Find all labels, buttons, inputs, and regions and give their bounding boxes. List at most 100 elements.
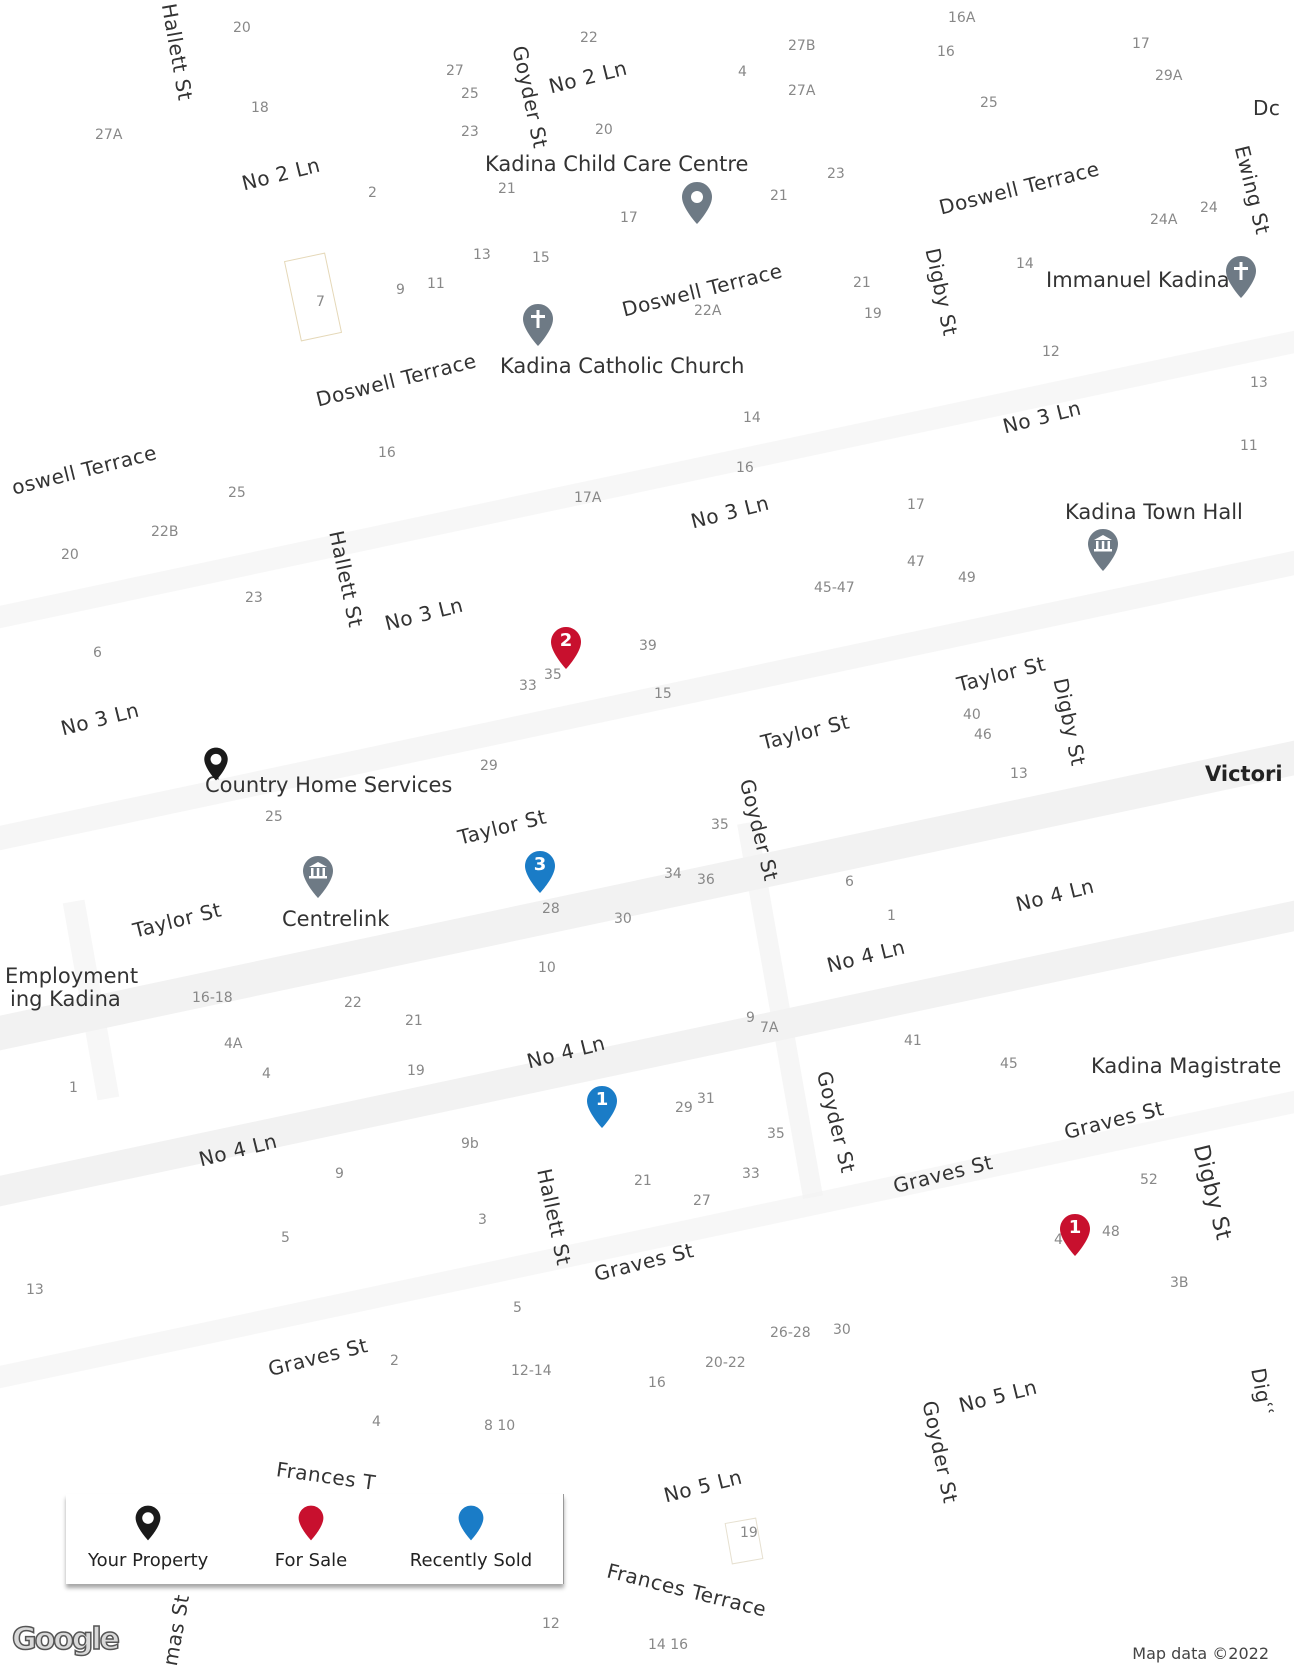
map-legend: Your Property For Sale Recently Sold xyxy=(66,1494,564,1584)
house-number: 13 xyxy=(1010,766,1028,782)
house-number: 16 xyxy=(736,460,754,476)
house-number: 29 xyxy=(675,1100,693,1116)
town-hall-pin-icon[interactable] xyxy=(1086,527,1120,573)
for-sale-marker[interactable]: 2 xyxy=(549,625,583,671)
house-number: 20 xyxy=(61,547,79,563)
house-number: 6 xyxy=(93,645,102,661)
house-number: 17A xyxy=(574,490,602,506)
house-number: 47 xyxy=(907,554,925,570)
house-number: 20-22 xyxy=(705,1355,746,1371)
house-number: 1 xyxy=(69,1080,78,1096)
street-label: Goyder St xyxy=(811,1068,861,1176)
street-label: Goyder St xyxy=(917,1398,963,1506)
house-number: 29A xyxy=(1155,68,1183,84)
church-pin-icon[interactable] xyxy=(521,302,555,348)
recently-sold-marker[interactable]: 1 xyxy=(585,1084,619,1130)
child-care-pin-icon[interactable] xyxy=(680,180,714,226)
street-label: Hallett St xyxy=(156,1,198,103)
house-number: 31 xyxy=(697,1091,715,1107)
house-number: 27A xyxy=(95,127,123,143)
map-attribution[interactable]: Map data ©2022 xyxy=(1132,1644,1269,1663)
street-label: Dc xyxy=(1253,96,1281,120)
house-number: 21 xyxy=(498,181,516,197)
house-number: 14 xyxy=(743,410,761,426)
house-number: 9 xyxy=(396,282,405,298)
house-number: 4 xyxy=(372,1414,381,1430)
house-number: 4 xyxy=(1054,1232,1063,1248)
church-pin-icon[interactable] xyxy=(1224,254,1258,300)
poi-label-kadina-catholic-church[interactable]: Kadina Catholic Church xyxy=(500,354,745,378)
street-label: Doswell Terrace xyxy=(313,348,479,412)
legend-item-your-property: Your Property xyxy=(88,1504,208,1571)
street-label: No 3 Ln xyxy=(688,490,772,534)
house-number: 4A xyxy=(224,1036,243,1052)
poi-label-employment[interactable]: Employment xyxy=(5,964,139,988)
house-number: 3B xyxy=(1170,1275,1189,1291)
street-label: No 4 Ln xyxy=(824,934,908,978)
street-label: Goyder St xyxy=(507,43,553,151)
street-label: Digʿʿ xyxy=(1246,1366,1279,1418)
house-number: 17 xyxy=(907,497,925,513)
house-number: 9 xyxy=(746,1010,755,1026)
house-number: 39 xyxy=(639,638,657,654)
house-number: 23 xyxy=(827,166,845,182)
house-number: 11 xyxy=(427,276,445,292)
house-number: 40 xyxy=(963,707,981,723)
your-property-pin-icon xyxy=(135,1505,161,1541)
house-number: 26-28 xyxy=(770,1325,811,1341)
street-label: No 2 Ln xyxy=(239,152,323,196)
street-label: Frances Terrace xyxy=(604,1558,770,1622)
marker-number: 2 xyxy=(559,630,573,651)
poi-label-immanuel-kadina[interactable]: Immanuel Kadina xyxy=(1046,268,1230,292)
for-sale-marker[interactable]: 1 xyxy=(1058,1212,1092,1258)
house-number: 27 xyxy=(693,1193,711,1209)
house-number: 19 xyxy=(740,1525,758,1541)
street-label: Taylor St xyxy=(758,709,852,755)
house-number: 1 xyxy=(887,908,896,924)
house-number: 27A xyxy=(788,83,816,99)
house-number: 2 xyxy=(390,1353,399,1369)
house-number: 16-18 xyxy=(192,990,233,1006)
house-number: 29 xyxy=(480,758,498,774)
house-number: 20 xyxy=(595,122,613,138)
poi-label-kadina-magistrate[interactable]: Kadina Magistrate xyxy=(1091,1054,1282,1078)
house-number: 21 xyxy=(634,1173,652,1189)
street-label: Taylor St xyxy=(954,651,1048,697)
house-number: 24A xyxy=(1150,212,1178,228)
google-logo: Google xyxy=(11,1621,120,1658)
street-label: Graves St xyxy=(265,1333,371,1381)
house-number: 9b xyxy=(461,1136,479,1152)
poi-label-employment-line2[interactable]: ing Kadina xyxy=(10,987,121,1011)
poi-label-country-home-services[interactable]: Country Home Services xyxy=(205,773,453,797)
house-number: 36 xyxy=(697,872,715,888)
recently-sold-marker[interactable]: 3 xyxy=(523,849,557,895)
house-number: 27 xyxy=(446,63,464,79)
house-number: 23 xyxy=(245,590,263,606)
marker-number: 1 xyxy=(1068,1217,1082,1238)
poi-label-kadina-child-care-centre[interactable]: Kadina Child Care Centre xyxy=(485,152,749,176)
house-number: 25 xyxy=(265,809,283,825)
house-number: 7 xyxy=(316,294,325,310)
house-number: 2 xyxy=(368,185,377,201)
house-number: 25 xyxy=(228,485,246,501)
poi-label-centrelink[interactable]: Centrelink xyxy=(282,907,390,931)
your-property-pin-icon[interactable] xyxy=(202,746,230,782)
legend-item-recently-sold: Recently Sold xyxy=(401,1504,541,1571)
poi-label-kadina-town-hall[interactable]: Kadina Town Hall xyxy=(1065,500,1243,524)
street-label: mas St xyxy=(157,1592,195,1668)
house-number: 16 xyxy=(648,1375,666,1391)
legend-label: Your Property xyxy=(88,1550,209,1571)
house-number: 35 xyxy=(767,1126,785,1142)
house-number: 35 xyxy=(711,817,729,833)
house-number: 28 xyxy=(542,901,560,917)
street-label: Frances T xyxy=(274,1457,378,1495)
house-number: 33 xyxy=(519,678,537,694)
house-number: 45 xyxy=(1000,1056,1018,1072)
house-number: 4 xyxy=(262,1066,271,1082)
street-label: Ewing St xyxy=(1229,143,1276,237)
government-building-pin-icon[interactable] xyxy=(301,854,335,900)
house-number: 10 xyxy=(538,960,556,976)
land-parcel xyxy=(283,252,343,342)
house-number: 15 xyxy=(654,686,672,702)
